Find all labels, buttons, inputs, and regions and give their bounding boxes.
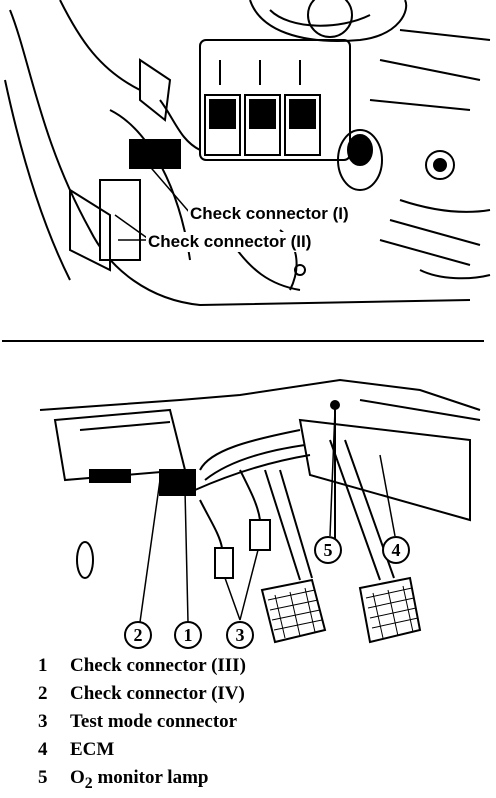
- legend-text: Check connector (IV): [70, 683, 245, 704]
- legend-number: 1: [38, 655, 48, 676]
- callout-label-1: 1: [184, 625, 193, 645]
- engine-bay-drawing: [4, 0, 491, 307]
- legend-number: 4: [38, 739, 48, 760]
- label-check-connector-1: Check connector (I): [188, 204, 351, 224]
- bottom-leader-lines: [139, 409, 396, 623]
- callout-circle-3: [226, 621, 254, 649]
- legend-number: 2: [38, 683, 48, 704]
- callout-circle-1: [174, 621, 202, 649]
- label-check-connector-2: Check connector (II): [146, 232, 314, 252]
- callout-label-4: 4: [392, 540, 401, 560]
- callout-label-3: 3: [236, 625, 245, 645]
- legend-item-1: 1 Check connector (III): [38, 652, 246, 680]
- legend-text: Test mode connector: [70, 711, 238, 732]
- legend-number: 3: [38, 711, 48, 732]
- callout-circle-5: [314, 536, 342, 564]
- callout-label-2: 2: [134, 625, 143, 645]
- legend: 1 Check connector (III) 2 Check connector …: [38, 652, 246, 792]
- pedal-pads: [267, 585, 419, 639]
- legend-subscript: 2: [84, 774, 93, 792]
- top-leader-lines: [114, 154, 191, 241]
- legend-text: Check connector (III): [70, 655, 246, 676]
- dashboard-drawing: [39, 378, 481, 644]
- legend-text-rest: monitor lamp: [92, 767, 209, 788]
- legend-text: O: [70, 767, 85, 788]
- callout-label-5: 5: [324, 540, 333, 560]
- legend-number: 5: [38, 767, 48, 788]
- legend-item-3: 3 Test mode connector: [38, 708, 246, 736]
- legend-item-2: 2 Check connector (IV): [38, 680, 246, 708]
- callout-circles: [124, 536, 410, 649]
- callout-circle-4: [382, 536, 410, 564]
- legend-item-5: 5 O2 monitor lamp: [38, 764, 246, 792]
- callout-circle-2: [124, 621, 152, 649]
- legend-text: ECM: [70, 739, 115, 760]
- legend-item-4: 4 ECM: [38, 736, 246, 764]
